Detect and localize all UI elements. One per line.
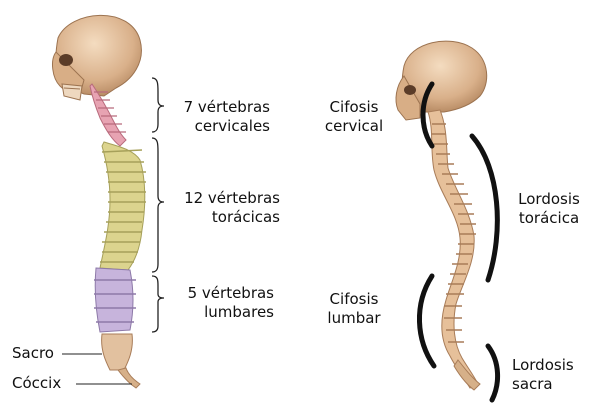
label-cervical-line2: cervicales <box>168 117 270 136</box>
label-lordosis-sacra: Lordosis sacra <box>512 356 586 394</box>
label-cifosis-lumbar: Cifosis lumbar <box>322 290 386 328</box>
label-coccyx: Cóccix <box>12 374 61 393</box>
front-skull <box>53 15 142 100</box>
front-lumbar-vertebrae <box>94 268 136 332</box>
label-lumbar-line1: 5 vértebras <box>168 284 274 303</box>
label-lordosis-sacra-line1: Lordosis <box>512 356 586 375</box>
bracket-lumbar <box>152 276 164 332</box>
side-skull <box>396 41 487 120</box>
arc-cifosis-lumbar <box>419 276 434 366</box>
arc-lordosis-sacra <box>488 346 498 400</box>
label-lumbar-vertebrae: 5 vértebras lumbares <box>168 284 274 322</box>
bracket-thoracic <box>152 138 164 272</box>
label-lordosis-toracica-line2: torácica <box>512 209 586 228</box>
label-lordosis-toracica: Lordosis torácica <box>512 190 586 228</box>
label-thoracic-vertebrae: 12 vértebras torácicas <box>166 189 280 227</box>
label-thoracic-line2: torácicas <box>166 208 280 227</box>
label-lordosis-toracica-line1: Lordosis <box>512 190 586 209</box>
arc-lordosis-toracica <box>472 136 497 280</box>
label-cervical-line1: 7 vértebras <box>168 98 270 117</box>
side-spine <box>428 110 480 390</box>
label-cifosis-cervical-line2: cervical <box>316 117 392 136</box>
label-lordosis-sacra-line2: sacra <box>512 375 586 394</box>
label-cifosis-lumbar-line2: lumbar <box>322 309 386 328</box>
label-cifosis-cervical: Cifosis cervical <box>316 98 392 136</box>
label-cervical-vertebrae: 7 vértebras cervicales <box>168 98 270 136</box>
front-sacrum-coccyx <box>102 334 140 388</box>
label-sacrum: Sacro <box>12 344 54 363</box>
front-thoracic-vertebrae <box>100 142 146 270</box>
label-cifosis-lumbar-line1: Cifosis <box>322 290 386 309</box>
label-cifosis-cervical-line1: Cifosis <box>316 98 392 117</box>
label-thoracic-line1: 12 vértebras <box>166 189 280 208</box>
front-brackets <box>152 78 164 332</box>
bracket-cervical <box>152 78 164 132</box>
label-lumbar-line2: lumbares <box>168 303 274 322</box>
